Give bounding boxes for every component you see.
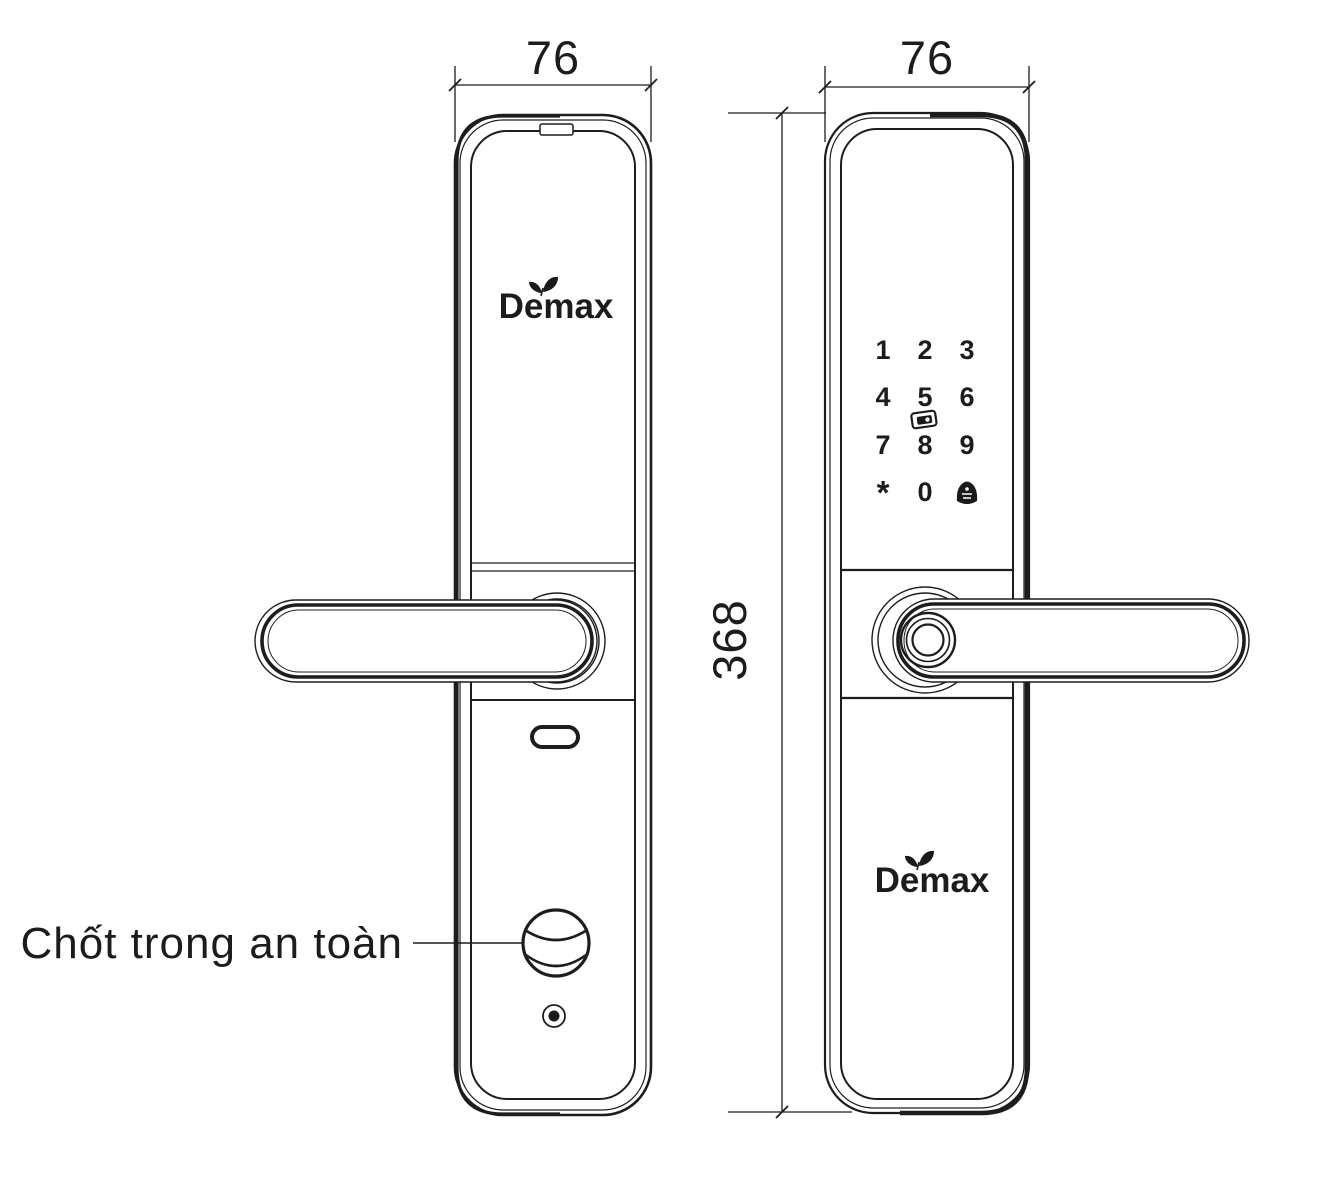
leaf-logo-icon	[529, 276, 558, 297]
key-7: 7	[875, 430, 890, 460]
key-9: 9	[959, 430, 974, 460]
key-0: 0	[917, 477, 932, 507]
back-lock-view: 76 368 1 2 3 4 5 6 7 8 9 * 0	[703, 31, 1250, 1119]
back-brand-logo: Demax	[875, 850, 990, 900]
front-lock-view: 76 Demax	[21, 31, 658, 1117]
back-handle	[892, 598, 1250, 683]
thumbturn-latch	[521, 908, 591, 978]
key-2: 2	[917, 335, 932, 365]
keypad: 1 2 3 4 5 6 7 8 9 * 0	[875, 335, 978, 511]
key-6: 6	[959, 382, 974, 412]
screw	[542, 1004, 566, 1028]
key-4: 4	[875, 382, 890, 412]
dimension-lines	[454, 66, 652, 142]
back-width-dimension: 76	[818, 31, 1036, 142]
dimension-ticks	[775, 106, 789, 1119]
key-8: 8	[917, 430, 932, 460]
front-width-dimension: 76	[448, 31, 658, 142]
dimension-ticks	[818, 80, 1036, 94]
height-dimension: 368	[703, 106, 852, 1119]
key-3: 3	[959, 335, 974, 365]
front-brand-logo: Demax	[499, 276, 614, 326]
safety-latch-label: Chốt trong an toàn	[21, 919, 403, 968]
key-5: 5	[917, 382, 932, 412]
keyhole-cover-slot	[530, 725, 580, 749]
back-brand-text: Demax	[875, 861, 990, 900]
fingerprint-sensor	[899, 611, 957, 669]
front-divider-top	[471, 562, 635, 572]
front-width-value: 76	[526, 31, 580, 84]
key-1: 1	[875, 335, 890, 365]
key-star: *	[877, 474, 890, 511]
back-width-value: 76	[900, 31, 954, 84]
dimension-lines	[824, 66, 1030, 142]
doorbell-icon	[956, 481, 978, 504]
dimension-lines	[728, 112, 852, 1113]
front-top-notch	[539, 123, 574, 136]
dimension-ticks	[448, 78, 658, 92]
rfid-card-icon	[910, 409, 938, 430]
height-value: 368	[703, 599, 756, 680]
front-handle	[254, 599, 598, 683]
leaf-logo-icon	[905, 850, 934, 871]
front-brand-text: Demax	[499, 287, 614, 326]
